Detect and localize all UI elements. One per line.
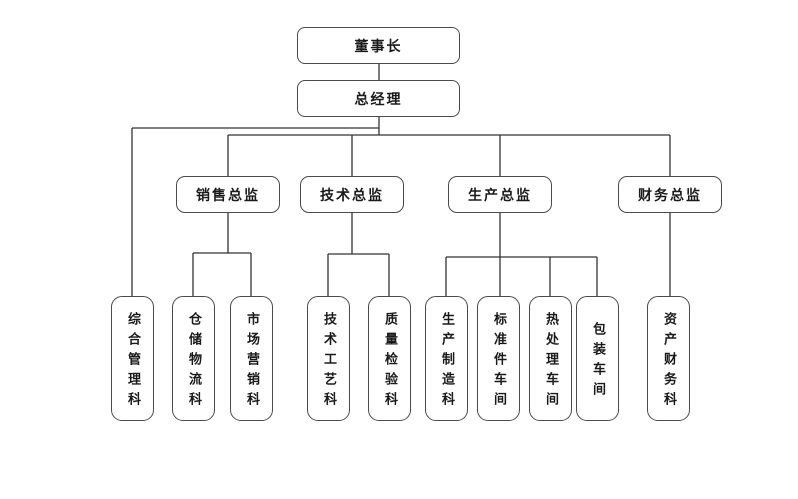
node-general-admin-section: 综合管理科 [111,296,154,421]
node-packaging-workshop: 包装车间 [576,296,619,421]
node-label: 综合管理科 [125,312,140,412]
node-label: 仓储物流科 [186,312,201,412]
node-label: 标准件车间 [491,312,506,412]
node-chairman: 董事长 [297,27,460,64]
node-quality-inspection-section: 质量检验科 [368,296,411,421]
node-label: 资产财务科 [661,312,676,412]
node-label: 技术工艺科 [321,312,336,412]
node-warehouse-logistics-section: 仓储物流科 [172,296,215,421]
node-sales-director: 销售总监 [176,176,280,213]
node-standard-parts-workshop: 标准件车间 [477,296,520,421]
node-heat-treatment-workshop: 热处理车间 [529,296,572,421]
node-production-director: 生产总监 [448,176,552,213]
node-general-manager: 总经理 [297,80,460,117]
node-label: 生产制造科 [439,312,454,412]
node-tech-process-section: 技术工艺科 [307,296,350,421]
node-manufacturing-section: 生产制造科 [425,296,468,421]
node-label: 质量检验科 [382,312,397,412]
node-label: 包装车间 [590,322,605,402]
node-tech-director: 技术总监 [300,176,404,213]
node-label: 市场营销科 [244,312,259,412]
node-marketing-section: 市场营销科 [230,296,273,421]
node-label: 热处理车间 [543,312,558,412]
node-asset-finance-section: 资产财务科 [647,296,690,421]
node-finance-director: 财务总监 [618,176,722,213]
